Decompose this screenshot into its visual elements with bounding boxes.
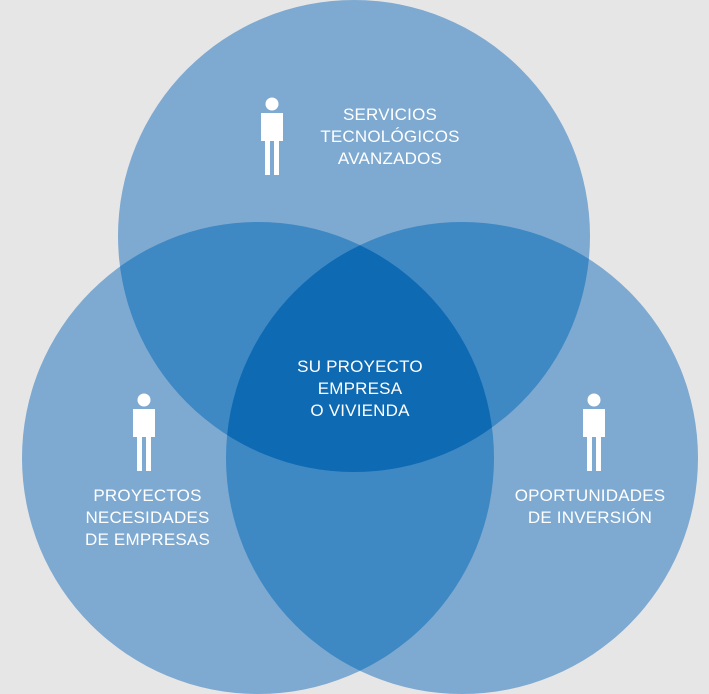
label-line: EMPRESA [317, 379, 403, 398]
label-line: TECNOLÓGICOS [320, 127, 460, 146]
label-line: AVANZADOS [337, 149, 443, 168]
label-line: DE EMPRESAS [84, 530, 210, 549]
label-line: SU PROYECTO [297, 357, 423, 376]
label-line: DE INVERSIÓN [527, 508, 653, 527]
label-line: OPORTUNIDADES [514, 486, 666, 505]
label-line: SERVICIOS [342, 105, 438, 124]
person-icon [261, 97, 283, 175]
person-icon [133, 393, 155, 471]
label-proyectos-necesidades: PROYECTOS NECESIDADES DE EMPRESAS [55, 485, 240, 551]
person-icon [583, 393, 605, 471]
label-oportunidades-inversion: OPORTUNIDADES DE INVERSIÓN [490, 485, 690, 529]
label-line: NECESIDADES [85, 508, 210, 527]
label-line: PROYECTOS [93, 486, 202, 505]
label-servicios-tecnologicos: SERVICIOS TECNOLÓGICOS AVANZADOS [305, 104, 475, 170]
label-line: O VIVIENDA [310, 401, 410, 420]
label-su-proyecto: SU PROYECTO EMPRESA O VIVIENDA [265, 356, 455, 422]
